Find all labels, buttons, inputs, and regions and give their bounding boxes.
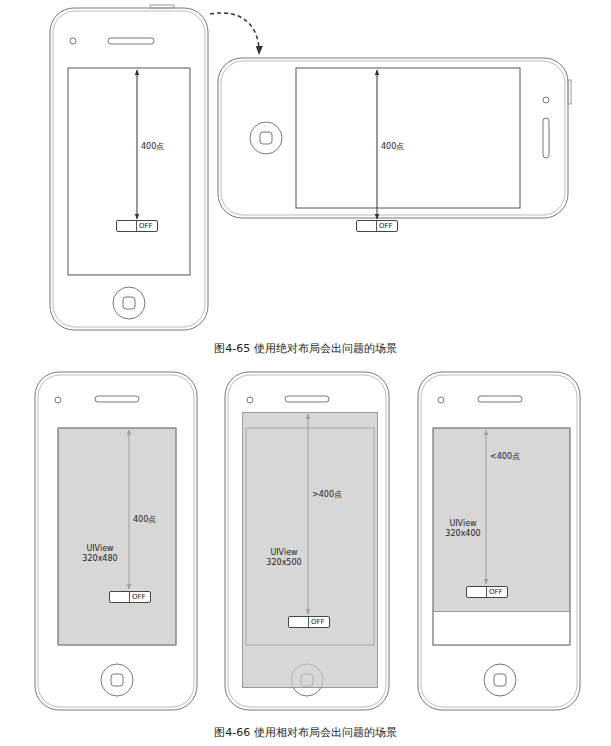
dimension-label: >400点 <box>312 490 342 500</box>
figure-caption: 图4-66 使用相对布局会出问题的场景 <box>0 726 611 740</box>
phone-camera <box>543 97 549 103</box>
phone-speaker <box>95 396 139 402</box>
rotate-arrow <box>210 13 259 54</box>
dimension-label: 400点 <box>381 142 404 152</box>
switch-control: OFF <box>116 220 158 232</box>
phone-bezel <box>228 375 386 707</box>
dimension-label: 400点 <box>141 142 164 152</box>
home-button <box>484 664 516 696</box>
switch-label: OFF <box>139 221 153 231</box>
switch-label: OFF <box>132 592 146 602</box>
phone-speaker <box>478 396 522 402</box>
home-button <box>101 664 133 696</box>
home-icon <box>111 674 123 686</box>
switch-label: OFF <box>379 221 393 231</box>
dimension-arrow <box>377 70 378 219</box>
phone-button <box>568 80 571 104</box>
phone-camera <box>55 397 61 403</box>
phone-camera <box>247 397 253 403</box>
phone-screen <box>58 428 176 645</box>
phone-bezel <box>53 11 205 327</box>
phone-camera <box>438 397 444 403</box>
phone-speaker <box>285 396 329 402</box>
phone-screen <box>433 428 570 645</box>
phone-speaker <box>108 38 154 44</box>
phone-body <box>218 58 568 218</box>
home-button <box>113 287 145 319</box>
view-label: UIView 320x500 <box>263 548 305 568</box>
phone-body <box>35 372 197 710</box>
dimension-label: <400点 <box>490 452 520 462</box>
phone-speaker <box>543 118 549 158</box>
phone-bezel <box>421 375 577 707</box>
view-label: UIView 320x400 <box>442 519 484 539</box>
home-icon <box>123 297 135 309</box>
switch-control: OFF <box>109 591 151 603</box>
phone-body <box>418 372 580 710</box>
figure-caption: 图4-65 使用绝对布局会出问题的场景 <box>0 342 611 356</box>
home-icon <box>494 674 506 686</box>
switch-label: OFF <box>311 617 325 627</box>
uiview-box: UIView 320x500OFF <box>242 412 378 688</box>
switch-control: OFF <box>466 586 508 598</box>
phone-bezel <box>221 61 565 215</box>
phone-body <box>225 372 389 710</box>
home-icon <box>260 132 272 144</box>
dimension-label: 400点 <box>133 515 156 525</box>
switch-control: OFF <box>288 616 330 628</box>
phone-button <box>150 5 174 8</box>
dimension-arrow <box>137 70 138 219</box>
view-label: UIView 320x480 <box>79 544 121 564</box>
phone-screen <box>296 68 520 208</box>
phone-screen <box>68 68 190 275</box>
uiview-box: UIView 320x480OFF <box>58 428 176 645</box>
phone-camera <box>70 38 76 44</box>
switch-label: OFF <box>489 587 503 597</box>
phone-bezel <box>38 375 194 707</box>
home-button <box>250 122 282 154</box>
phone-body <box>50 8 208 330</box>
switch-control: OFF <box>356 220 398 232</box>
